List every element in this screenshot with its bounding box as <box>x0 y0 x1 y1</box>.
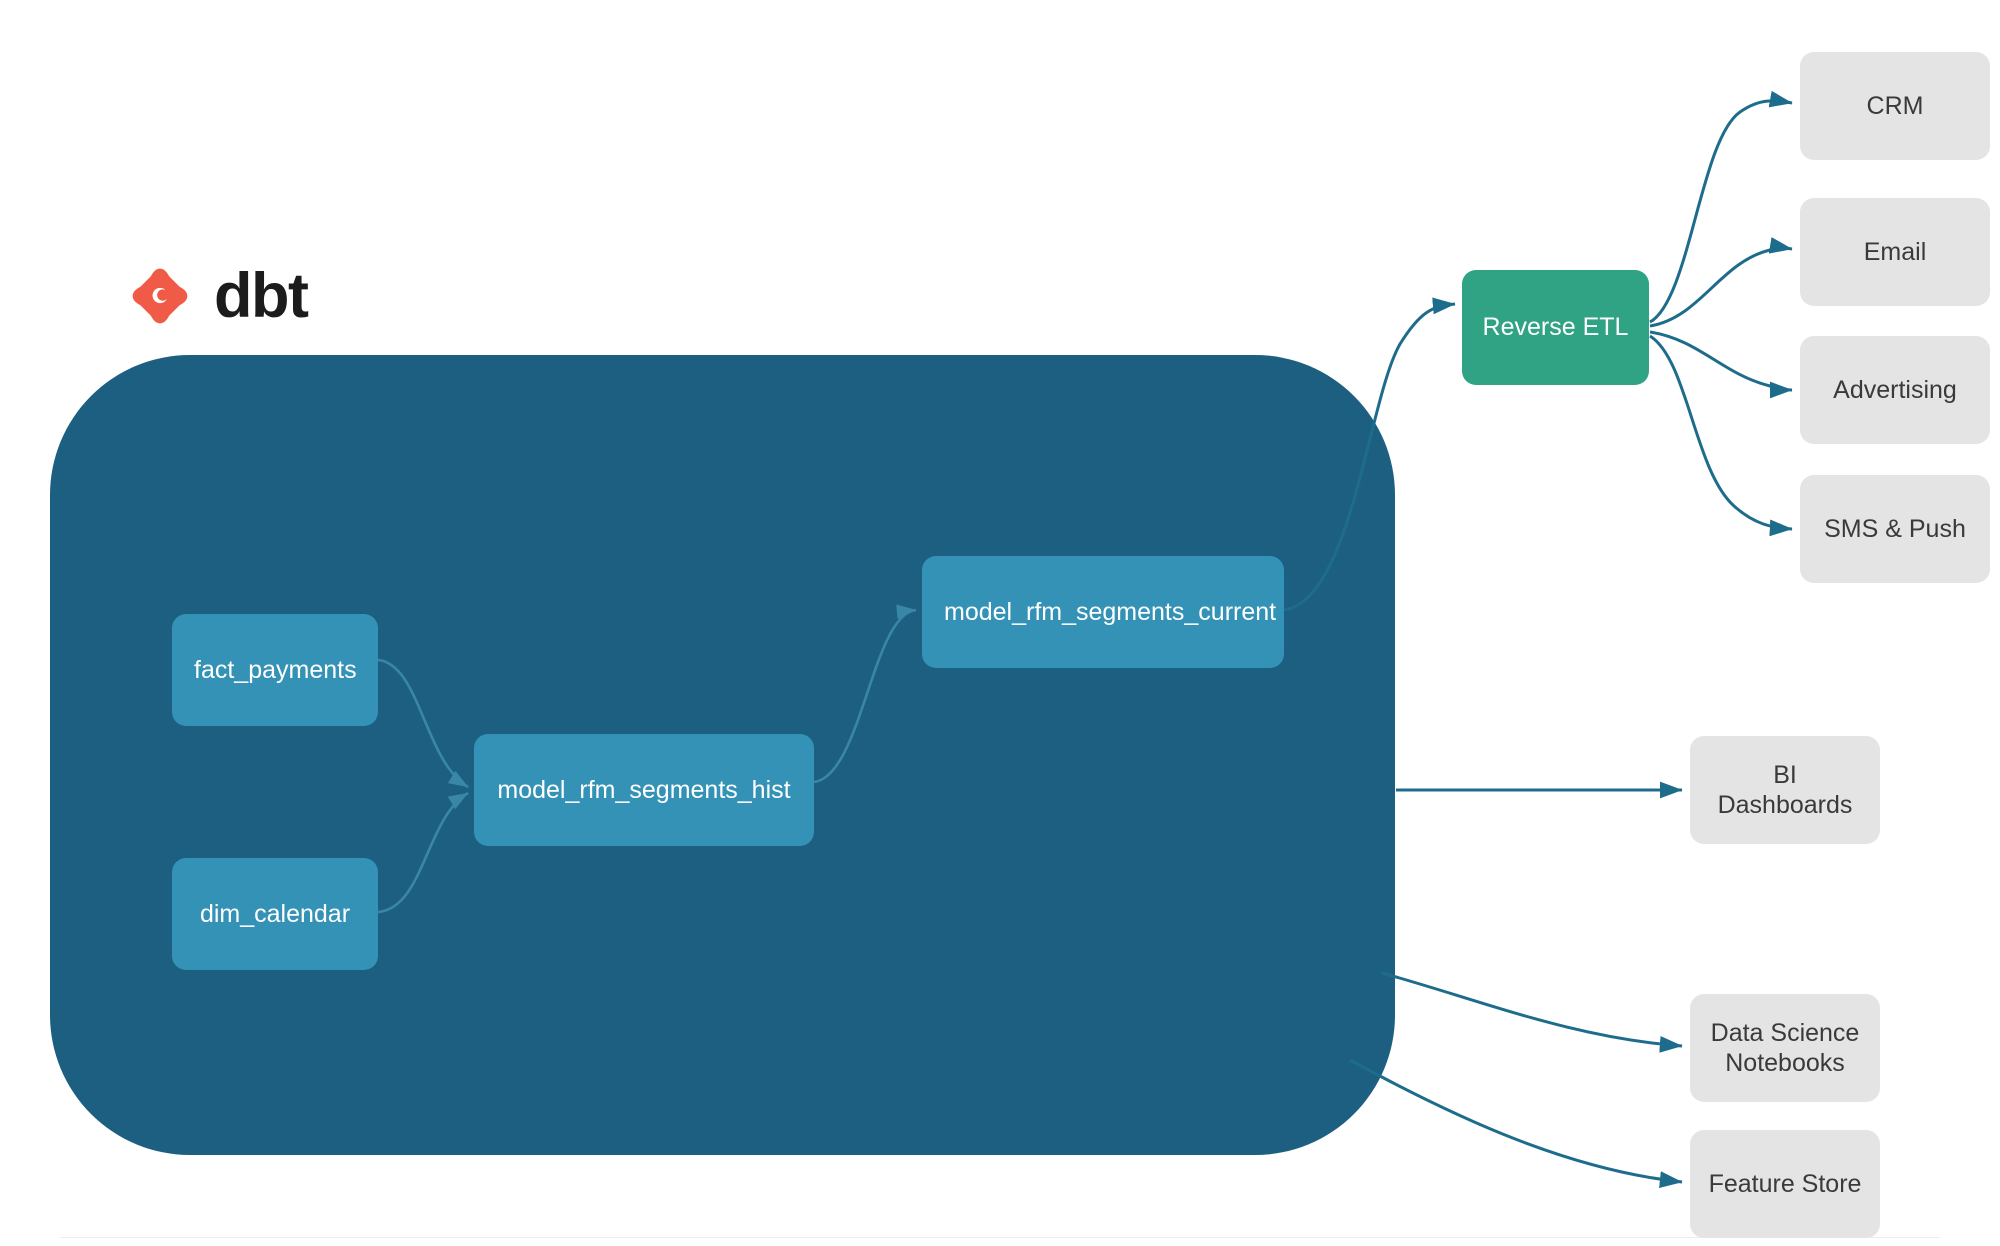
node-label: SMS & Push <box>1824 514 1966 543</box>
node-model-rfm-segments-hist[interactable]: model_rfm_segments_hist <box>474 734 814 846</box>
node-label: fact_payments <box>194 655 357 684</box>
node-consumer-bi-dashboards[interactable]: BI Dashboards <box>1690 736 1880 844</box>
node-reverse-etl[interactable]: Reverse ETL <box>1462 270 1649 385</box>
node-label-line-2: Notebooks <box>1725 1049 1845 1077</box>
node-label: model_rfm_segments_current <box>944 597 1277 626</box>
node-label: model_rfm_segments_hist <box>497 775 791 804</box>
node-label: Feature Store <box>1708 1169 1862 1198</box>
node-destination-sms-push[interactable]: SMS & Push <box>1800 475 1990 583</box>
node-destination-crm[interactable]: CRM <box>1800 52 1990 160</box>
node-label: Data Science Notebooks <box>1708 1018 1862 1079</box>
node-label: dim_calendar <box>199 899 351 928</box>
page-bottom-rule <box>60 1237 1940 1238</box>
node-label-line-1: Data Science <box>1710 1018 1860 1047</box>
dbt-brand-lockup: dbt <box>122 258 309 334</box>
node-label: Reverse ETL <box>1482 313 1629 342</box>
node-consumer-feature-store[interactable]: Feature Store <box>1690 1130 1880 1238</box>
node-dim-calendar[interactable]: dim_calendar <box>172 858 378 970</box>
node-destination-email[interactable]: Email <box>1800 198 1990 306</box>
node-label: CRM <box>1866 91 1924 120</box>
node-destination-advertising[interactable]: Advertising <box>1800 336 1990 444</box>
node-label: BI Dashboards <box>1717 760 1853 820</box>
node-label: Advertising <box>1833 375 1957 404</box>
dbt-wordmark: dbt <box>214 260 309 331</box>
node-label: Email <box>1863 237 1927 266</box>
node-model-rfm-segments-current[interactable]: model_rfm_segments_current <box>922 556 1284 668</box>
dbt-logo-icon <box>122 258 198 334</box>
node-consumer-data-science-notebooks[interactable]: Data Science Notebooks <box>1690 994 1880 1102</box>
node-fact-payments[interactable]: fact_payments <box>172 614 378 726</box>
